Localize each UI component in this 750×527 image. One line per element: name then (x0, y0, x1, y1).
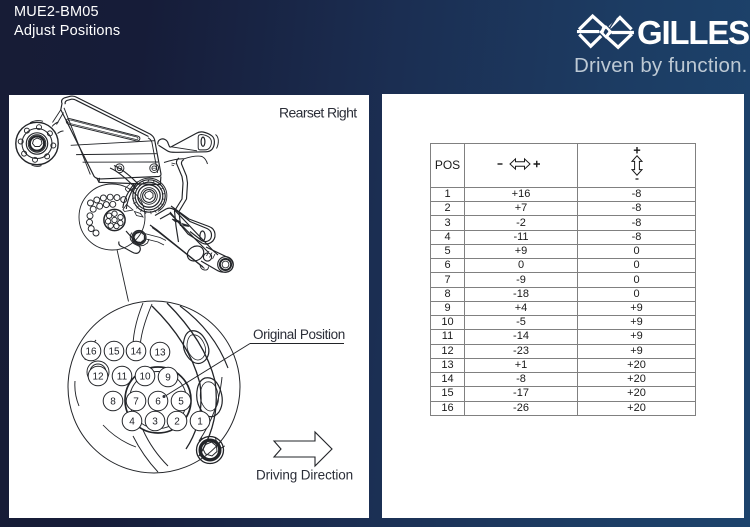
svg-text:4: 4 (129, 417, 135, 428)
svg-text:12: 12 (92, 372, 104, 383)
svg-text:3: 3 (152, 417, 158, 428)
svg-text:13: 13 (154, 348, 166, 359)
svg-text:14: 14 (130, 347, 142, 358)
svg-text:1: 1 (197, 417, 203, 428)
svg-text:11: 11 (117, 372, 128, 383)
svg-text:Original Position: Original Position (253, 327, 345, 342)
svg-text:5: 5 (178, 397, 184, 408)
svg-text:Rearset Right: Rearset Right (279, 105, 357, 121)
svg-text:2: 2 (174, 417, 180, 428)
svg-text:7: 7 (133, 397, 139, 408)
svg-text:10: 10 (139, 372, 151, 383)
svg-text:15: 15 (108, 347, 120, 358)
svg-text:16: 16 (85, 347, 97, 358)
svg-text:8: 8 (110, 397, 116, 408)
svg-text:Driving Direction: Driving Direction (256, 468, 353, 483)
svg-text:6: 6 (155, 397, 161, 408)
svg-text:9: 9 (165, 373, 171, 384)
